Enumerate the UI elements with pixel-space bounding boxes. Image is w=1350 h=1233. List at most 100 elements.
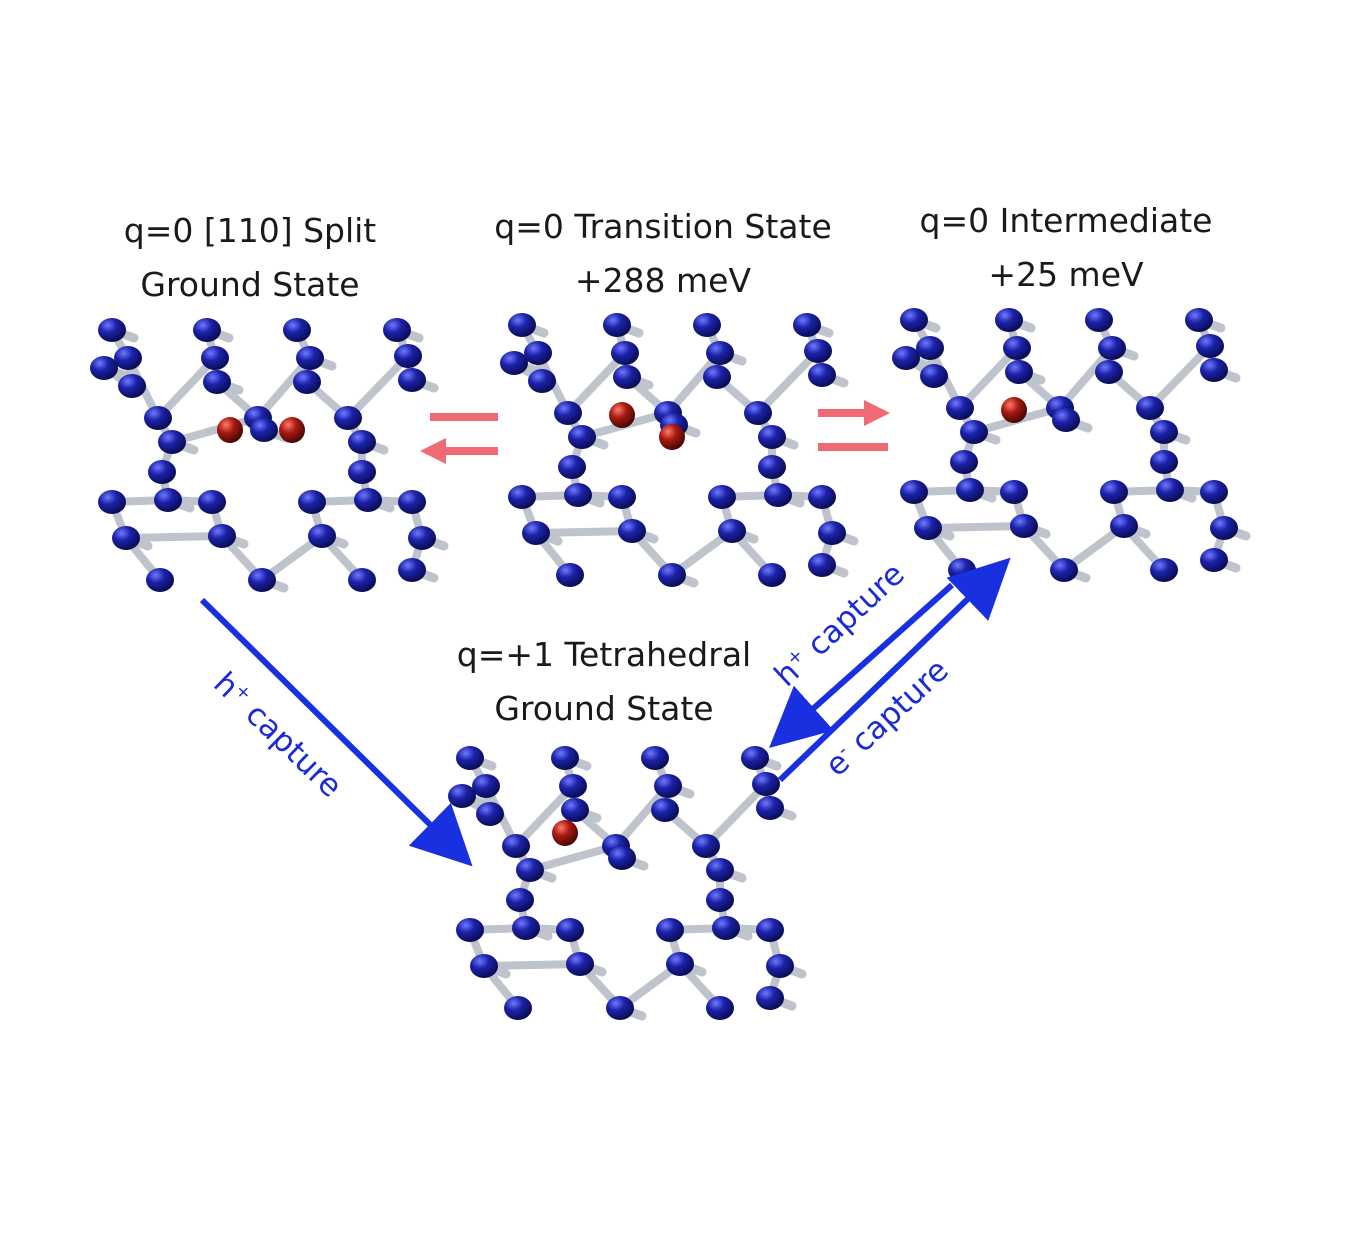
silicon-atom	[394, 344, 422, 368]
lattice-bond	[564, 349, 629, 417]
silicon-atom	[618, 519, 646, 543]
silicon-atom	[804, 339, 832, 363]
impurity-atom	[609, 402, 635, 428]
silicon-atom	[556, 918, 584, 942]
silicon-atom	[502, 834, 530, 858]
silicon-atom	[752, 772, 780, 796]
lattice-bond	[532, 527, 636, 537]
silicon-atom	[558, 455, 586, 479]
capture-arrow-tetrahedral-to-intermediate	[777, 557, 1011, 783]
silicon-atom	[144, 406, 172, 430]
silicon-atom	[98, 490, 126, 514]
silicon-atom	[1095, 360, 1123, 384]
lattice-bond	[480, 960, 584, 970]
silicon-atom	[758, 563, 786, 587]
silicon-atom	[334, 406, 362, 430]
silicon-atom	[193, 318, 221, 342]
silicon-atom	[793, 313, 821, 337]
silicon-atom	[98, 318, 126, 342]
silicon-atom	[916, 336, 944, 360]
transition-state-structure	[500, 313, 859, 588]
silicon-atom	[758, 425, 786, 449]
intermediate-title-line1: q=0 Intermediate	[919, 201, 1213, 240]
lattice-bond	[344, 352, 412, 422]
silicon-atom	[914, 516, 942, 540]
silicon-atom	[758, 455, 786, 479]
silicon-atom	[693, 313, 721, 337]
impurity-atom	[217, 417, 243, 443]
silicon-atom	[1136, 396, 1164, 420]
transition-state-title: q=0 Transition State +288 meV	[494, 200, 832, 308]
silicon-atom	[613, 365, 641, 389]
silicon-atom	[561, 798, 589, 822]
silicon-atom	[296, 346, 324, 370]
silicon-atom	[528, 369, 556, 393]
silicon-atom	[308, 524, 336, 548]
impurity-atom	[552, 820, 578, 846]
silicon-atom	[516, 858, 544, 882]
lattice-bond	[1146, 342, 1214, 412]
impurity-atom	[1001, 397, 1027, 423]
silicon-atom	[741, 746, 769, 770]
silicon-atom	[348, 430, 376, 454]
silicon-atom	[808, 485, 836, 509]
lattice-bond	[924, 522, 1028, 532]
silicon-atom	[203, 370, 231, 394]
silicon-atom	[283, 318, 311, 342]
silicon-atom	[706, 341, 734, 365]
silicon-atom	[564, 483, 592, 507]
silicon-atom	[456, 746, 484, 770]
silicon-atom	[900, 308, 928, 332]
silicon-atom	[1200, 358, 1228, 382]
silicon-atom	[706, 888, 734, 912]
split-title-line1: q=0 [110] Split	[123, 211, 377, 250]
lattice-bond	[154, 354, 219, 422]
silicon-atom	[154, 488, 182, 512]
equilibrium-arrow-right	[818, 400, 890, 451]
lattice-bond	[612, 782, 672, 850]
silicon-atom	[90, 356, 118, 380]
split-ground-state-structure	[90, 318, 449, 593]
silicon-atom	[1110, 514, 1138, 538]
silicon-atom	[948, 558, 976, 582]
silicon-atom	[476, 802, 504, 826]
silicon-atom	[1196, 334, 1224, 358]
silicon-atom	[201, 346, 229, 370]
silicon-atom	[504, 996, 532, 1020]
silicon-atom	[1210, 516, 1238, 540]
silicon-atom	[112, 526, 140, 550]
silicon-atom	[508, 485, 536, 509]
lattice-bond	[664, 349, 724, 417]
intermediate-title: q=0 Intermediate +25 meV	[920, 194, 1213, 302]
silicon-atom	[470, 954, 498, 978]
silicon-atom	[808, 553, 836, 577]
silicon-atom	[818, 521, 846, 545]
tetrahedral-title-line2: Ground State	[494, 689, 714, 728]
split-ground-state-title: q=0 [110] Split Ground State	[124, 204, 376, 312]
silicon-atom	[1150, 558, 1178, 582]
silicon-atom	[1098, 336, 1126, 360]
silicon-atom	[654, 774, 682, 798]
lattice-bond	[168, 414, 262, 446]
silicon-atom	[568, 425, 596, 449]
lattice-bond	[254, 354, 314, 422]
silicon-atom	[500, 351, 528, 375]
tetrahedral-title-line1: q=+1 Tetrahedral	[456, 635, 752, 674]
silicon-atom	[114, 346, 142, 370]
silicon-atom	[718, 519, 746, 543]
silicon-atom	[892, 346, 920, 370]
silicon-atom	[1150, 420, 1178, 444]
silicon-atom	[508, 313, 536, 337]
lattice-bond	[702, 780, 770, 850]
silicon-atom	[198, 490, 226, 514]
silicon-atom	[1005, 360, 1033, 384]
silicon-atom	[1010, 514, 1038, 538]
silicon-atom	[651, 798, 679, 822]
silicon-atom	[158, 430, 186, 454]
lattice-bond	[526, 842, 620, 874]
silicon-atom	[348, 460, 376, 484]
split-title-line2: Ground State	[140, 265, 360, 304]
silicon-atom	[1003, 336, 1031, 360]
silicon-atom	[666, 952, 694, 976]
silicon-atom	[608, 846, 636, 870]
